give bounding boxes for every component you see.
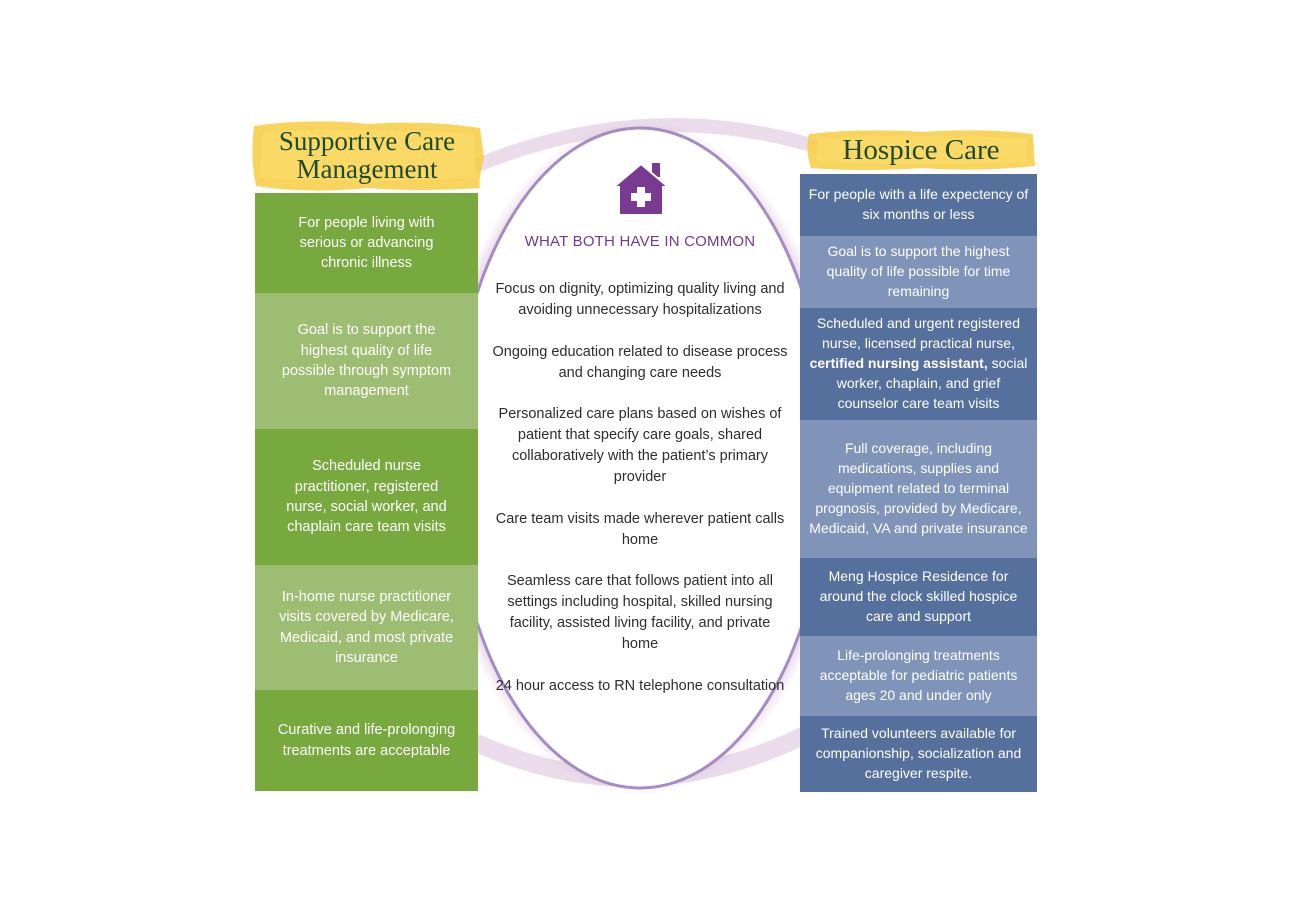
supportive-item-5: Curative and life-prolonging treatments …	[255, 690, 478, 791]
hospice-item-4: Full coverage, including medications, su…	[800, 420, 1037, 558]
supportive-care-column: For people living with serious or advanc…	[255, 193, 478, 791]
supportive-care-title-banner: Supportive Care Management	[248, 118, 486, 192]
supportive-care-title-line1: Supportive Care	[278, 125, 456, 156]
supportive-item-3: Scheduled nurse practitioner, registered…	[255, 429, 478, 565]
hospice-item-1: For people with a life expectency of six…	[800, 174, 1037, 236]
supportive-item-1: For people living with serious or advanc…	[255, 193, 478, 293]
hospice-care-column: For people with a life expectency of six…	[800, 174, 1037, 792]
hospice-care-title-banner: Hospice Care	[805, 128, 1037, 172]
hospice-item-7: Trained volunteers available for compani…	[800, 716, 1037, 792]
common-point-4: Care team visits made wherever patient c…	[495, 511, 785, 548]
hospice-item-5: Meng Hospice Residence for around the cl…	[800, 558, 1037, 636]
common-point-2: Ongoing education related to disease pro…	[492, 344, 788, 381]
supportive-item-4: In-home nurse practitioner visits covere…	[255, 565, 478, 690]
supportive-care-title-line2: Management	[296, 154, 438, 184]
hospice-care-title: Hospice Care	[842, 133, 1000, 166]
yellow-brush-stroke	[252, 121, 484, 191]
common-point-1: Focus on dignity, optimizing quality liv…	[495, 281, 785, 318]
hospice-item-3: Scheduled and urgent registered nurse, l…	[800, 308, 1037, 420]
hospice-item-2: Goal is to support the highest quality o…	[800, 236, 1037, 308]
supportive-item-2: Goal is to support the highest quality o…	[255, 293, 478, 429]
hospice-item-3-text: Scheduled and urgent registered nurse, l…	[809, 315, 1028, 411]
common-point-5: Seamless care that follows patient into …	[507, 573, 773, 652]
hospice-item-3-highlight: certified nursing assistant,	[809, 355, 988, 372]
common-point-6: 24 hour access to RN telephone consultat…	[495, 678, 785, 694]
common-point-3: Personalized care plans based on wishes …	[498, 406, 782, 485]
hospice-item-6: Life-prolonging treatments acceptable fo…	[800, 636, 1037, 716]
center-title: WHAT BOTH HAVE IN COMMON	[524, 233, 756, 250]
yellow-brush-stroke	[807, 130, 1035, 170]
house-medical-icon	[614, 163, 668, 214]
